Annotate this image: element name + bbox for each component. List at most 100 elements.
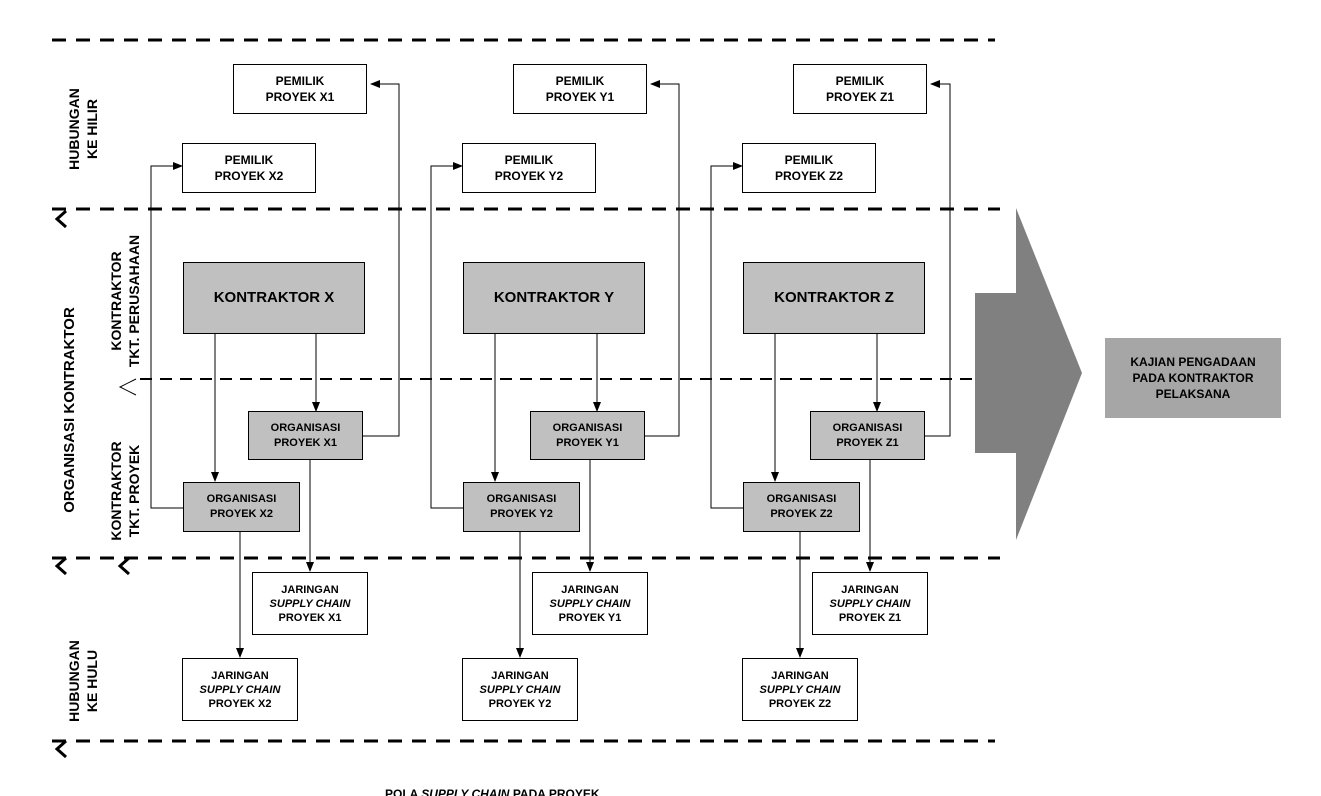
owner-z1-line1: PEMILIK [835,74,885,88]
owner-x1-line2: PROYEK X1 [265,90,335,104]
org-project-box-x2: ORGANISASI PROYEK X2 [183,482,300,532]
contractor-box-y: KONTRAKTOR Y [463,262,645,334]
org-project-box-z1: ORGANISASI PROYEK Z1 [810,411,925,460]
owner-x2-line2: PROYEK X2 [214,169,284,183]
org-project-box-y2: ORGANISASI PROYEK Y2 [463,482,580,532]
org-y2-line1: ORGANISASI [486,493,557,505]
org-x2-line2: PROYEK X2 [210,508,273,520]
network-x1-line2: SUPPLY CHAIN [269,597,351,610]
org-y2-line2: PROYEK Y2 [490,508,553,520]
owner-z1-line2: PROYEK Z1 [825,90,894,104]
contractor-z-label: KONTRAKTOR Z [774,289,894,306]
connector-org-z2-owner-z2 [710,162,743,509]
owner-x1-line1: PEMILIK [275,74,325,88]
owner-box-y1: PEMILIK PROYEK Y1 [513,64,647,114]
connector-org-x1-owner-x1 [363,80,400,437]
network-z1-line2: SUPPLY CHAIN [829,597,911,610]
owner-box-x2: PEMILIK PROYEK X2 [182,143,316,193]
caption-italic: SUPPLY CHAIN [421,787,510,796]
contractor-box-z: KONTRAKTOR Z [743,262,925,334]
network-y1-line2: SUPPLY CHAIN [549,597,631,610]
figure-caption: POLA SUPPLY CHAIN PADA PROYEK [385,786,600,796]
org-x1-line2: PROYEK X1 [274,436,337,449]
owner-box-y2: PEMILIK PROYEK Y2 [462,143,596,193]
owner-z2-line2: PROYEK Z2 [774,169,843,183]
org-project-box-y1: ORGANISASI PROYEK Y1 [530,411,645,460]
label-project-level: KONTRAKTOR TKT. PROYEK [107,431,147,551]
connector-org-y2-owner-y2 [430,162,463,509]
network-box-y2: JARINGAN SUPPLY CHAIN PROYEK Y2 [462,658,578,721]
org-z2-line1: ORGANISASI [766,493,837,505]
network-x2-line2: SUPPLY CHAIN [199,683,281,696]
org-y1-line2: PROYEK Y1 [556,436,619,449]
section-dividers [52,38,1000,743]
connectors [150,80,951,658]
network-box-z2: JARINGAN SUPPLY CHAIN PROYEK Z2 [742,658,858,721]
contractor-x-label: KONTRAKTOR X [213,289,335,306]
owner-y2-line1: PEMILIK [504,153,554,167]
brace-company-level [118,378,137,396]
label-company-level: KONTRAKTOR TKT. PERUSAHAAN [107,226,147,376]
org-project-box-x1: ORGANISASI PROYEK X1 [248,411,363,460]
network-y2-line3: PROYEK Y2 [488,697,552,710]
org-z1-line1: ORGANISASI [832,421,903,434]
contractor-y-label: KONTRAKTOR Y [493,289,615,306]
network-z2-line2: SUPPLY CHAIN [759,683,841,696]
network-box-x1: JARINGAN SUPPLY CHAIN PROYEK X1 [252,572,368,635]
network-y1-line1: JARINGAN [561,583,619,596]
label-project-level-line1: KONTRAKTOR [108,441,124,541]
network-box-z1: JARINGAN SUPPLY CHAIN PROYEK Z1 [812,572,928,635]
network-x1-line1: JARINGAN [281,583,339,596]
review-line3: PELAKSANA [1155,387,1231,401]
owner-y1-line2: PROYEK Y1 [545,90,615,104]
label-contractor-organization: ORGANISASI KONTRAKTOR [60,290,80,530]
review-line1: KAJIAN PENGADAAN [1130,355,1256,369]
network-z1-line1: JARINGAN [841,583,899,596]
connector-org-z1-owner-z1 [925,80,951,437]
review-line2: PADA KONTRAKTOR [1132,371,1254,385]
owner-box-z1: PEMILIK PROYEK Z1 [793,64,927,114]
brace-project-level [117,556,130,576]
label-downstream-line1: HUBUNGAN [66,88,82,170]
network-z1-line3: PROYEK Z1 [838,611,902,624]
procurement-review-box: KAJIAN PENGADAAN PADA KONTRAKTOR PELAKSA… [1105,338,1281,418]
connector-org-y1-owner-y1 [645,80,680,437]
network-x2-line1: JARINGAN [211,669,269,682]
org-x2-line1: ORGANISASI [206,493,277,505]
label-company-level-line1: KONTRAKTOR [108,251,124,351]
owner-box-x1: PEMILIK PROYEK X1 [233,64,367,114]
owner-box-z2: PEMILIK PROYEK Z2 [742,143,876,193]
label-project-level-line2: TKT. PROYEK [126,444,142,538]
network-box-y1: JARINGAN SUPPLY CHAIN PROYEK Y1 [532,572,648,635]
label-upstream: HUBUNGAN KE HULU [65,626,105,736]
network-y1-line3: PROYEK Y1 [558,611,622,624]
network-z2-line1: JARINGAN [771,669,829,682]
network-z2-line3: PROYEK Z2 [768,697,832,710]
label-downstream-line2: KE HILIR [84,99,100,159]
network-x1-line3: PROYEK X1 [278,611,342,624]
brace-downstream [54,209,67,229]
caption-suffix: PADA PROYEK [509,787,600,796]
brace-upstream [54,739,67,759]
label-upstream-line2: KE HULU [84,649,100,713]
network-box-x2: JARINGAN SUPPLY CHAIN PROYEK X2 [182,658,298,721]
org-z1-line2: PROYEK Z1 [836,436,899,449]
org-y1-line1: ORGANISASI [552,421,623,434]
connector-org-x2-owner-x2 [150,162,183,509]
owner-x2-line1: PEMILIK [224,153,274,167]
org-project-box-z2: ORGANISASI PROYEK Z2 [743,482,860,532]
brace-org [54,556,67,576]
big-arrow-shape [975,208,1082,540]
label-contractor-organization-text: ORGANISASI KONTRAKTOR [61,307,78,513]
network-y2-line2: SUPPLY CHAIN [479,683,561,696]
network-x2-line3: PROYEK X2 [208,697,272,710]
caption-prefix: POLA [385,787,422,796]
label-company-level-line2: TKT. PERUSAHAAN [126,234,142,368]
label-upstream-line1: HUBUNGAN [66,640,82,722]
owner-y1-line1: PEMILIK [555,74,605,88]
network-y2-line1: JARINGAN [491,669,549,682]
section-braces [54,209,130,759]
owner-z2-line1: PEMILIK [784,153,834,167]
org-z2-line2: PROYEK Z2 [770,508,833,520]
